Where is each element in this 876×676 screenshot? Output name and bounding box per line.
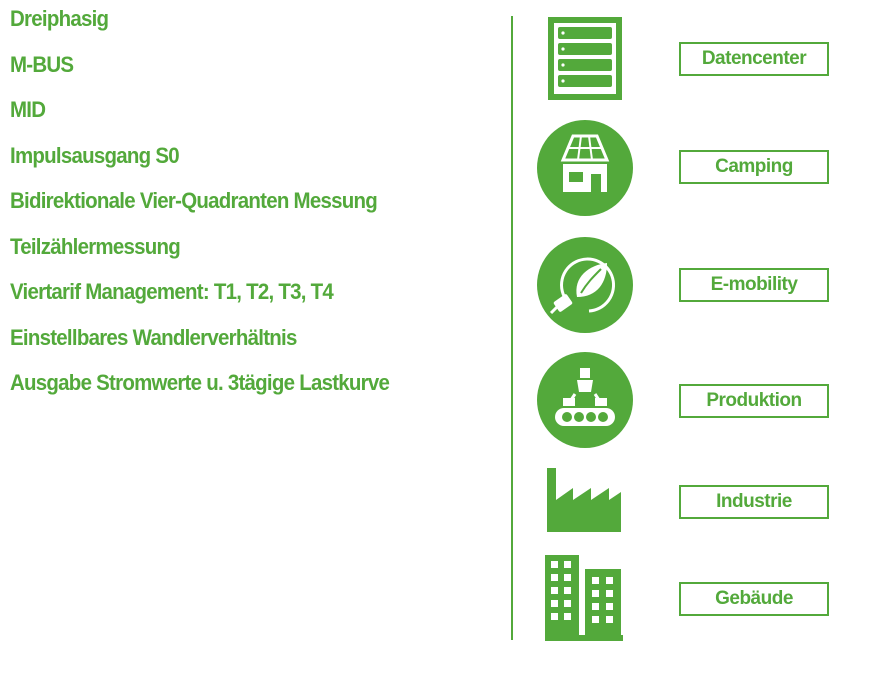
solar-house-icon — [537, 120, 633, 216]
vertical-divider — [511, 16, 513, 640]
application-label-gebaeude: Gebäude — [679, 582, 829, 616]
application-label-camping: Camping — [679, 150, 829, 184]
feature-item: Bidirektionale Vier-Quadranten Messung — [10, 188, 378, 213]
server-rack-icon — [548, 17, 622, 100]
eco-plug-icon — [537, 237, 633, 333]
feature-item: Dreiphasig — [10, 6, 109, 31]
feature-list: Dreiphasig M-BUS MID Impulsausgang S0 Bi… — [10, 2, 418, 412]
feature-item: MID — [10, 97, 46, 122]
feature-item: Ausgabe Stromwerte u. 3tägige Lastkurve — [10, 370, 390, 395]
feature-item: M-BUS — [10, 51, 74, 77]
buildings-icon — [545, 555, 623, 641]
application-label-datencenter: Datencenter — [679, 42, 829, 76]
application-label-industrie: Industrie — [679, 485, 829, 519]
application-label-e-mobility: E-mobility — [679, 268, 829, 302]
feature-item: Teilzählermessung — [10, 233, 181, 259]
feature-item: Einstellbares Wandlerverhältnis — [10, 324, 297, 350]
factory-icon — [547, 468, 621, 532]
feature-item: Impulsausgang S0 — [10, 142, 180, 168]
application-label-produktion: Produktion — [679, 384, 829, 418]
feature-item: Viertarif Management: T1, T2, T3, T4 — [10, 279, 334, 304]
conveyor-robot-icon — [537, 352, 633, 448]
